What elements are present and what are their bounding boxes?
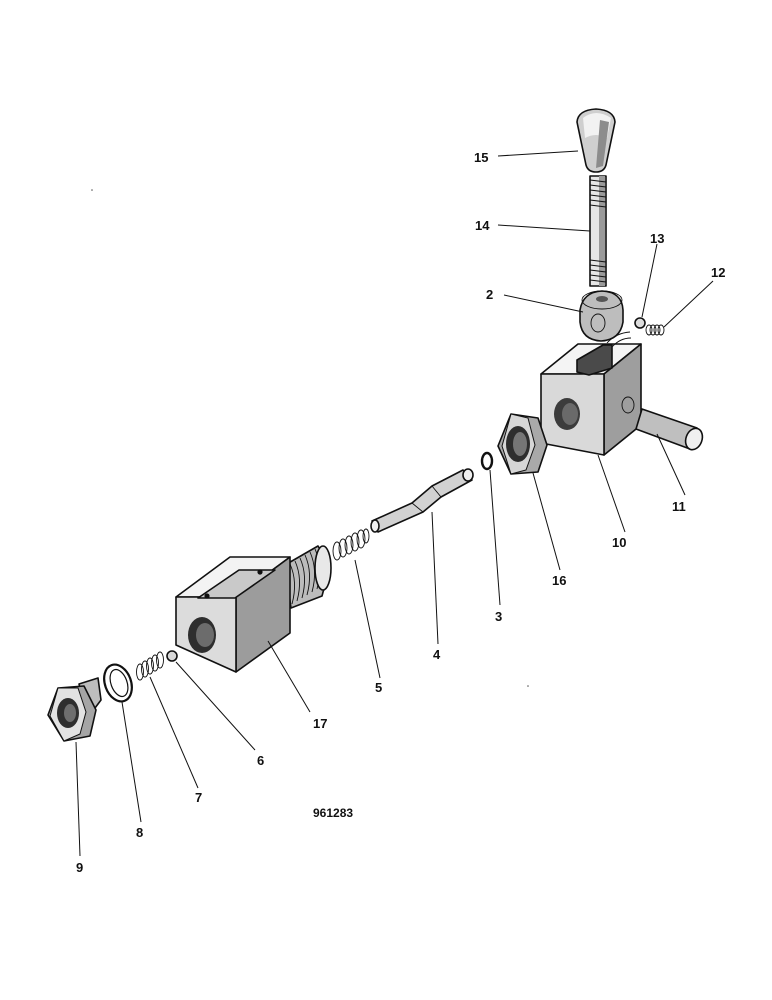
part-3-o-ring (480, 451, 494, 471)
callout-2: 2 (486, 287, 493, 302)
callout-11: 11 (672, 499, 686, 514)
part-6-ball (166, 650, 178, 662)
part-17-valve-body (175, 545, 332, 673)
part-10-selector-block (540, 331, 642, 456)
part-16-hex-nut (497, 413, 548, 475)
callout-16: 16 (552, 573, 566, 588)
callout-6: 6 (257, 753, 264, 768)
callout-8: 8 (136, 825, 143, 840)
part-2-collar (579, 290, 624, 342)
drawing-reference-number: 961283 (313, 806, 353, 820)
callout-labels: 15 14 13 12 2 11 10 16 3 4 5 17 6 7 8 9 … (76, 150, 725, 875)
part-5-spring (332, 528, 370, 561)
callout-14: 14 (475, 218, 490, 233)
callout-17: 17 (313, 716, 327, 731)
callout-9: 9 (76, 860, 83, 875)
part-13-ball (634, 317, 646, 329)
part-14-threaded-stud (589, 175, 607, 287)
part-11-lever-rod (635, 408, 704, 451)
leader-lines (75, 150, 714, 857)
callout-5: 5 (375, 680, 382, 695)
part-9-plug (47, 677, 102, 742)
callout-4: 4 (433, 647, 441, 662)
part-7-spring (136, 651, 164, 681)
callout-12: 12 (711, 265, 725, 280)
callout-3: 3 (495, 609, 502, 624)
callout-15: 15 (474, 150, 488, 165)
part-12-spring (645, 324, 665, 336)
callout-13: 13 (650, 231, 664, 246)
callout-7: 7 (195, 790, 202, 805)
part-4-plunger (370, 468, 474, 533)
part-15-knob (576, 108, 616, 173)
part-8-washer (103, 663, 133, 703)
callout-10: 10 (612, 535, 626, 550)
